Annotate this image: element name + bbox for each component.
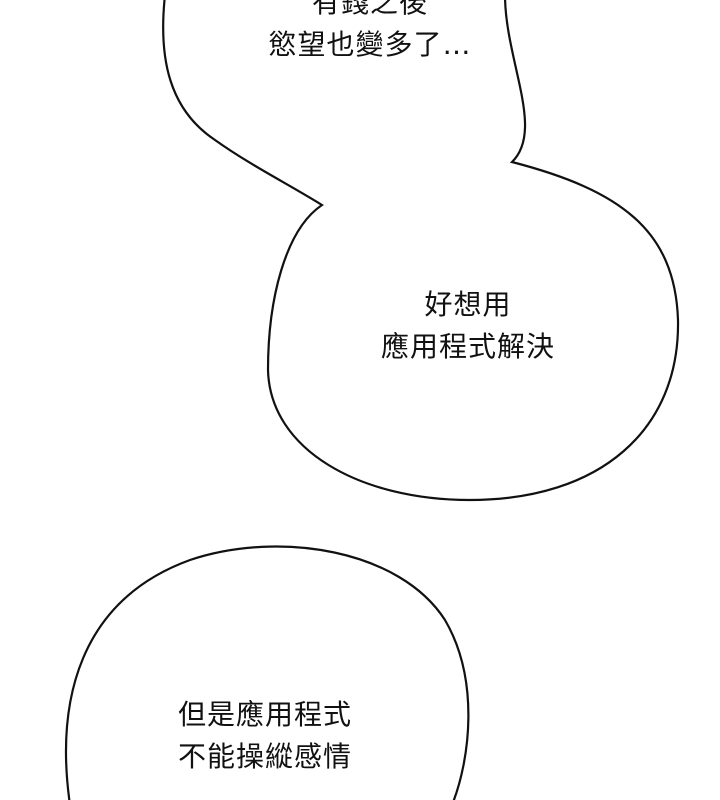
text-line: 不能操縱感情 [177, 740, 352, 773]
speech-bubble-top-joined [162, 0, 680, 502]
speech-bubble-bottom [64, 545, 470, 800]
text-line: 好想用 [424, 288, 512, 321]
text-line: 有錢之後 [311, 0, 428, 19]
text-line: 但是應用程式 [177, 698, 352, 731]
text-line: 應用程式解決 [380, 330, 555, 363]
bubble-text-3: 但是應用程式 不能操縱感情 [115, 694, 415, 778]
bubble-text-2: 好想用 應用程式解決 [318, 284, 618, 368]
bubble-text-1: 有錢之後 慾望也變多了… [220, 0, 520, 66]
text-line: 慾望也變多了… [268, 28, 472, 61]
